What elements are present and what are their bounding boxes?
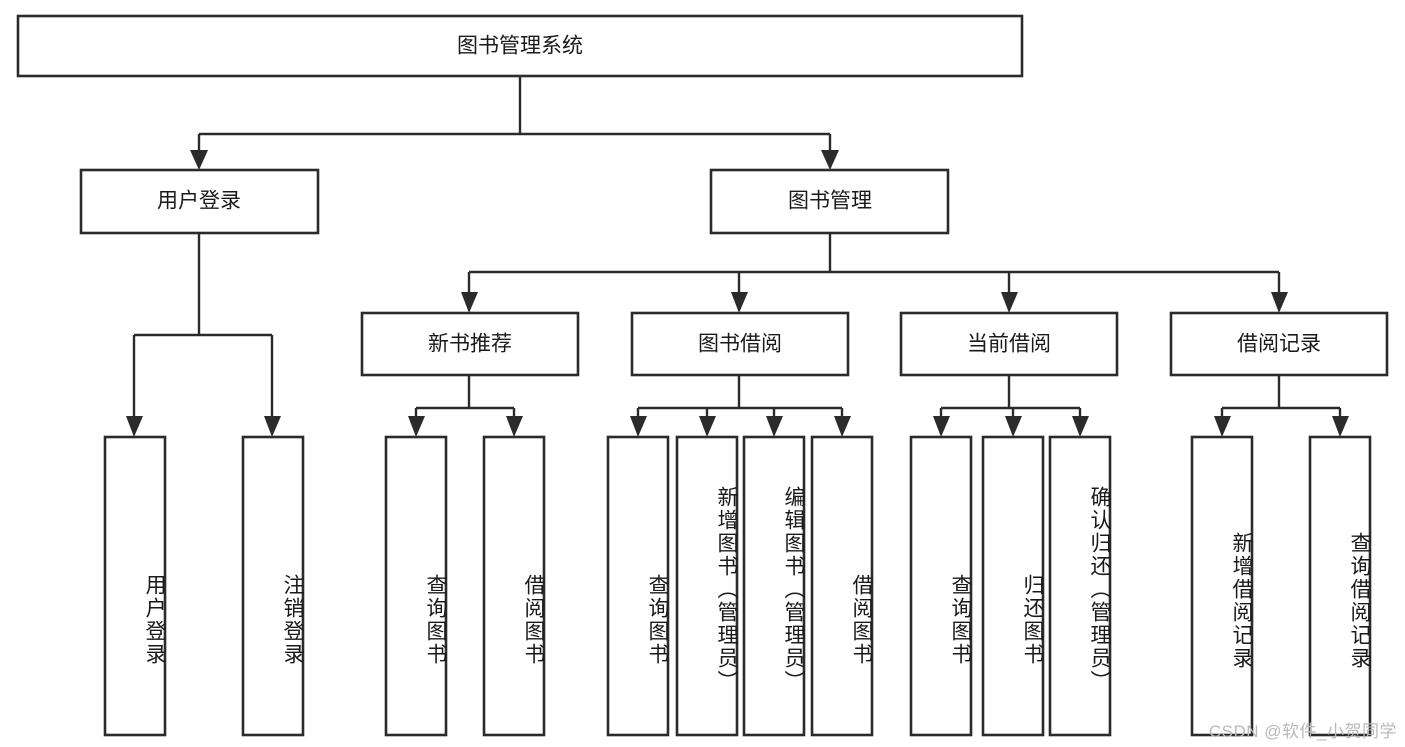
node-box-leaf-query-record[interactable] — [1308, 435, 1372, 737]
node-box-current-borrow[interactable] — [899, 311, 1119, 377]
node-label-new-book-recommend: 新书推荐 — [428, 333, 512, 356]
csdn-watermark: CSDN @软件_小贺同学 — [1208, 722, 1397, 741]
node-label-book-manage: 图书管理 — [788, 190, 872, 213]
connector-group-root — [190, 76, 839, 170]
arrow-head-book-borrow — [731, 292, 748, 313]
leaf-box-group — [103, 435, 1372, 737]
node-root[interactable]: 图书管理系统 — [16, 14, 1024, 78]
connector-group-new-book-recommend — [408, 375, 523, 437]
node-box-leaf-query-book-1[interactable] — [384, 435, 448, 737]
arrow-head-leaf-query-book-2 — [630, 416, 647, 437]
arrow-head-leaf-query-book-3 — [933, 416, 950, 437]
node-box-leaf-add-record[interactable] — [1190, 435, 1254, 737]
node-box-book-manage[interactable] — [709, 168, 950, 235]
node-borrow-record[interactable]: 借阅记录 — [1169, 311, 1389, 377]
node-box-leaf-borrow-book-2[interactable] — [810, 435, 874, 737]
arrow-head-book-manage — [821, 150, 839, 170]
node-box-leaf-logout[interactable] — [241, 435, 305, 737]
arrow-head-leaf-add-book — [699, 416, 716, 437]
connector-group-book-manage — [461, 233, 1288, 313]
node-label-user-login: 用户登录 — [157, 190, 241, 213]
arrow-head-borrow-record — [1271, 292, 1288, 313]
connector-group-user-login — [126, 233, 281, 437]
node-box-new-book-recommend[interactable] — [360, 311, 580, 377]
arrow-head-new-book-recommend — [461, 292, 478, 313]
node-box-user-login[interactable] — [79, 168, 320, 235]
node-new-book-recommend[interactable]: 新书推荐 — [360, 311, 580, 377]
node-label-book-borrow: 图书借阅 — [698, 333, 782, 356]
node-label-current-borrow: 当前借阅 — [967, 333, 1051, 356]
arrow-head-leaf-borrow-book-1 — [506, 416, 523, 437]
node-box-leaf-edit-book[interactable] — [742, 435, 806, 737]
arrow-head-leaf-add-record — [1214, 416, 1231, 437]
arrow-head-leaf-borrow-book-2 — [834, 416, 851, 437]
node-user-login[interactable]: 用户登录 — [79, 168, 320, 235]
node-book-borrow[interactable]: 图书借阅 — [630, 311, 850, 377]
arrow-head-leaf-query-book-1 — [408, 416, 425, 437]
node-label-borrow-record: 借阅记录 — [1237, 333, 1321, 356]
arrow-head-leaf-query-record — [1332, 416, 1349, 437]
arrow-head-leaf-logout — [264, 416, 281, 437]
node-box-leaf-add-book[interactable] — [675, 435, 739, 737]
node-box-leaf-borrow-book-1[interactable] — [482, 435, 546, 737]
node-box-book-borrow[interactable] — [630, 311, 850, 377]
arrow-head-leaf-edit-book — [766, 416, 783, 437]
arrow-head-user-login — [190, 150, 208, 170]
connector-group-book-borrow — [630, 375, 851, 437]
arrow-head-leaf-user-login — [126, 416, 143, 437]
node-box-leaf-user-login[interactable] — [103, 435, 167, 737]
connector-group-borrow-record — [1214, 375, 1349, 437]
node-box-leaf-return-book[interactable] — [981, 435, 1045, 737]
connector-group-current-borrow — [933, 375, 1089, 437]
node-box-leaf-confirm-return[interactable] — [1048, 435, 1112, 737]
node-box-borrow-record[interactable] — [1169, 311, 1389, 377]
node-box-leaf-query-book-3[interactable] — [909, 435, 973, 737]
node-box-root[interactable] — [16, 14, 1024, 78]
arrow-head-current-borrow — [1001, 292, 1018, 313]
node-current-borrow[interactable]: 当前借阅 — [899, 311, 1119, 377]
node-label-root: 图书管理系统 — [457, 35, 583, 58]
arrow-head-leaf-return-book — [1005, 416, 1022, 437]
node-box-leaf-query-book-2[interactable] — [606, 435, 670, 737]
node-book-manage[interactable]: 图书管理 — [709, 168, 950, 235]
arrow-head-leaf-confirm-return — [1072, 416, 1089, 437]
